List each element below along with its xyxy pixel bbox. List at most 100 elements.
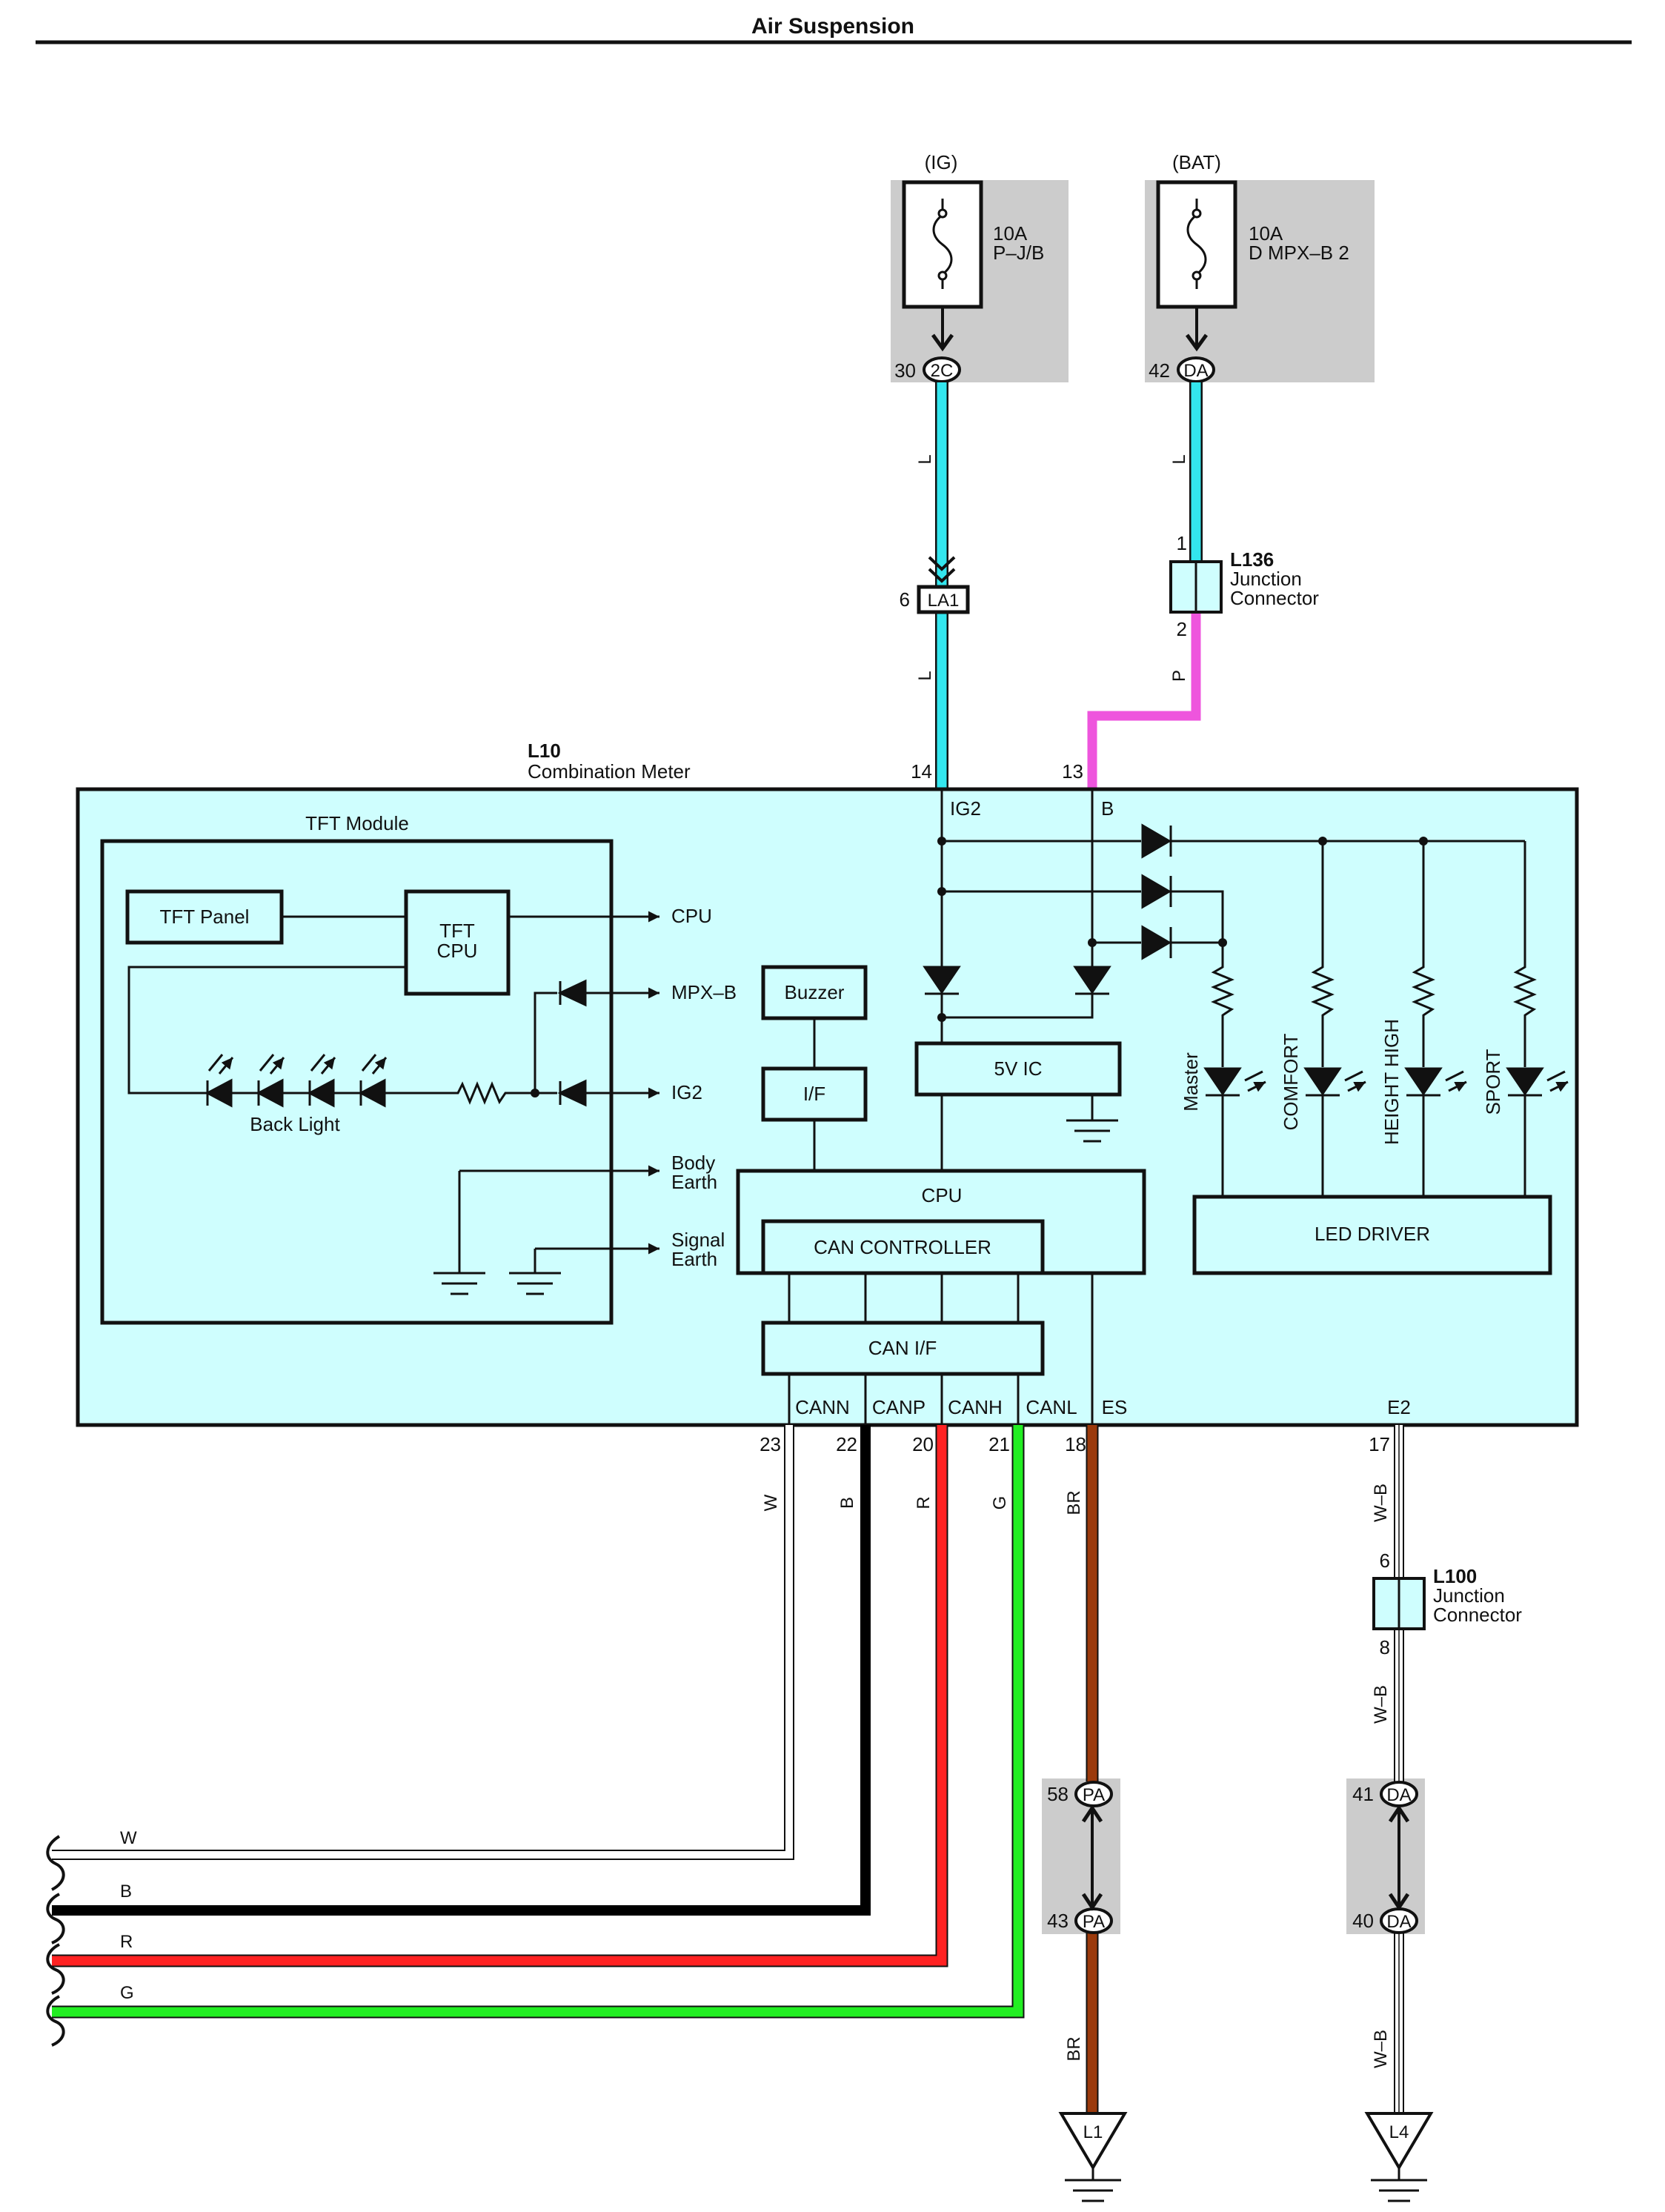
led-height-high-label: HEIGHT HIGH [1380,1019,1403,1145]
ground-point-l1: L1 [1058,2112,1128,2202]
pa-bottom-id: PA [1083,1912,1105,1932]
terminal-18-pin: 18 [1065,1433,1086,1455]
wire-label-ig-top: L [915,454,935,464]
can-controller-label: CAN CONTROLLER [814,1236,991,1258]
pa-top-pin: 58 [1047,1783,1069,1805]
ground-l1-label: L1 [1083,2122,1103,2142]
terminal-e2-name: E2 [1387,1396,1411,1418]
back-light-label: Back Light [250,1113,340,1135]
wire-g [52,1425,1025,2019]
wire-label-ig-bottom: L [915,671,935,680]
out-mpxb: MPX–B [671,981,737,1003]
wire-label-e2-mid: W–B [1371,1685,1391,1724]
l136-pin-in: 1 [1177,532,1187,554]
can-if-label: CAN I/F [868,1337,937,1359]
out-ig2: IG2 [671,1081,702,1103]
page-title: Air Suspension [751,14,914,39]
da-bottom-id: DA [1386,1912,1411,1932]
out-body-earth-2: Earth [671,1171,717,1193]
fuse-bat-source: (BAT) [1172,151,1221,173]
terminal-21-pin: 21 [988,1433,1010,1455]
wire-label-b: B [120,1881,132,1902]
da-top-pin: 41 [1352,1783,1374,1805]
out-signal-earth-2: Earth [671,1248,717,1270]
fuse-ig-connector: 2C [931,361,954,381]
out-signal-earth-1: Signal [671,1229,725,1251]
l136-pin-out: 2 [1177,618,1187,640]
meter-code: L10 [528,740,561,762]
l100-name1: Junction [1433,1584,1505,1607]
tft-module-label: TFT Module [305,812,409,834]
fuse-ig-pin: 30 [894,359,916,382]
led-sport-label: SPORT [1482,1049,1504,1115]
terminal-es-name: ES [1102,1396,1128,1418]
wire-es: PA PA 58 43 BR BR [1042,1425,1120,2127]
wire-r [52,1425,948,1967]
terminal-20-pin: 20 [912,1433,934,1455]
terminal-canl-name: CANL [1026,1396,1077,1418]
terminal-canh-name: CANH [948,1396,1003,1418]
da-top-id: DA [1386,1785,1411,1805]
wire-label-r: R [120,1932,133,1952]
l100-code: L100 [1433,1565,1477,1587]
wire-label-g: G [120,1983,134,2003]
out-body-earth-1: Body [671,1152,715,1174]
fuse-ig: (IG) 10A P–J/B 30 2C [891,151,1069,383]
wire-label-w: W [120,1828,137,1848]
la1-pin: 6 [900,588,910,611]
fuse-bat-connector: DA [1183,361,1208,381]
wire-e2: DA DA 41 40 6 8 L100 Junction Connector … [1346,1425,1522,2127]
led-comfort-label: COMFORT [1280,1033,1302,1130]
l136-name2: Connector [1230,587,1319,609]
l136-code: L136 [1230,548,1274,571]
pa-top-id: PA [1083,1785,1105,1805]
terminal-13-pin: 13 [1062,760,1083,783]
fuse-bat-pin: 42 [1149,359,1170,382]
ground-point-l4: L4 [1364,2112,1434,2202]
led-driver-label: LED DRIVER [1315,1223,1430,1245]
wire-bat-feed [1087,382,1203,788]
terminal-22-pin: 22 [836,1433,857,1455]
fuse-ig-location: P–J/B [993,242,1044,264]
tft-panel-label: TFT Panel [160,906,250,928]
wire-label-r-vert: R [914,1496,934,1509]
wire-w [52,1425,794,1860]
l100-pin-in: 6 [1380,1550,1390,1572]
wire-break-marks [46,1835,65,2047]
fuse-ig-source: (IG) [925,151,958,173]
fuse-bat: (BAT) 10A D MPX–B 2 42 DA [1145,151,1375,383]
wire-b [52,1425,871,1916]
l100-pin-out: 8 [1380,1636,1390,1658]
out-cpu: CPU [671,905,712,927]
combination-meter: L10 Combination Meter 14 13 IG2 B TFT Mo… [76,740,1577,1427]
led-master-label: Master [1180,1052,1202,1112]
terminal-17-pin: 17 [1369,1433,1390,1455]
wire-label-es-top: BR [1064,1490,1084,1515]
la1-id: LA1 [928,591,960,611]
terminal-14-pin: 14 [911,760,932,783]
wire-label-g-vert: G [990,1496,1010,1510]
terminal-canp-name: CANP [872,1396,925,1418]
wire-label-bat-bottom: P [1169,670,1189,682]
meter-name: Combination Meter [528,760,691,783]
terminal-23-pin: 23 [760,1433,781,1455]
wire-label-b-vert: B [837,1497,857,1509]
tft-cpu-label-2: CPU [437,940,478,962]
backlight-leds [199,1054,386,1108]
connector-l136: 1 2 L136 Junction Connector [1169,532,1319,640]
buzzer-label: Buzzer [785,981,845,1003]
wire-label-e2-bottom: W–B [1371,2030,1391,2068]
five-v-ic-label: 5V IC [994,1057,1042,1080]
l100-name2: Connector [1433,1604,1522,1626]
terminal-b-name: B [1101,797,1114,820]
tft-cpu-label-1: TFT [439,920,475,942]
indicator-leds: Master COMFORT HEIGHT HIGH SPORT [1180,841,1568,1197]
fuse-ig-rating: 10A [993,222,1028,245]
l136-name1: Junction [1230,568,1302,590]
wire-label-e2-top: W–B [1371,1484,1391,1522]
if-label: I/F [803,1083,825,1105]
fuse-bat-rating: 10A [1249,222,1283,245]
wire-label-es-bottom: BR [1064,2036,1084,2061]
fuse-bat-location: D MPX–B 2 [1249,242,1349,264]
